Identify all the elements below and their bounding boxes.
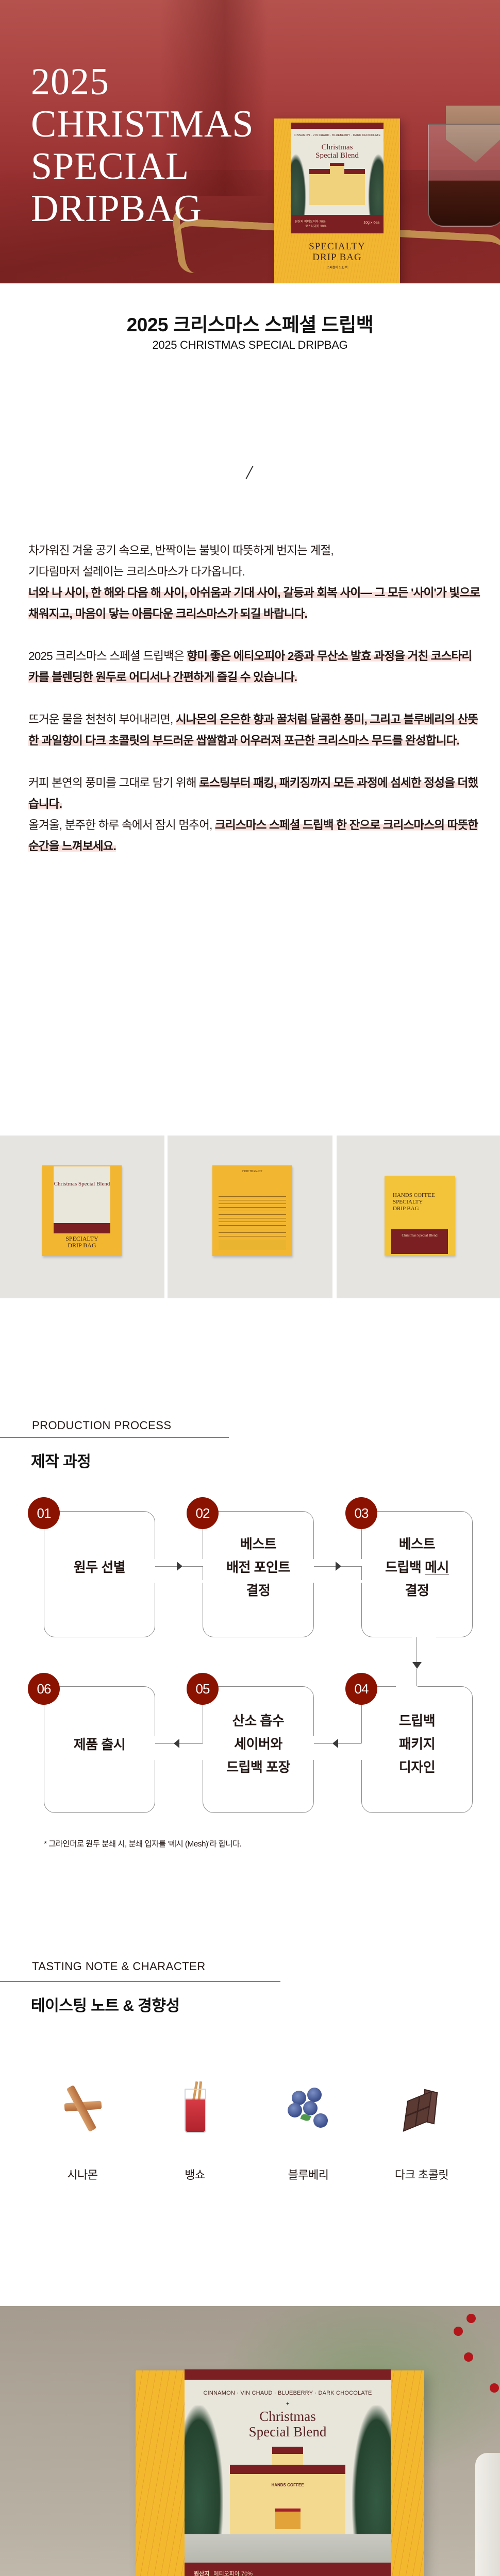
arrow-left-icon (332, 1739, 338, 1748)
page-subtitle: 2025 CHRISTMAS SPECIAL DRIPBAG (152, 338, 348, 351)
arrow-right-icon (177, 1562, 182, 1571)
dark-chocolate-icon (396, 2081, 447, 2133)
step-label: 제품 출시 (73, 1737, 126, 1752)
step-label: 베스트 배전 포인트 결정 (226, 1536, 290, 1598)
quantity: 10g x 6ea (363, 221, 379, 225)
step-number-badge: 04 (345, 1673, 377, 1705)
process-step-box (361, 1686, 473, 1813)
step-label: 산소 흡수 세이버와 드립백 포장 (226, 1713, 290, 1775)
highlighted-text: 너와 나 사이, 한 해와 다음 해 사이, 아쉬움과 기대 사이, 갈등과 회… (28, 586, 480, 620)
specialty-ko: 스페셜티 드립백 (326, 266, 348, 269)
paragraph: 커피 본연의 풍미를 그대로 담기 위해 로스팅부터 패킹, 패키징까지 모든 … (28, 776, 478, 810)
flavor-list: CINNAMON · VIN CHAUD · BLUEBERRY · DARK … (203, 2390, 372, 2396)
tasting-note-label: 뱅쇼 (185, 2168, 205, 2181)
step-number-badge: 01 (28, 1497, 60, 1529)
heading-rule (0, 1437, 229, 1438)
blend-name: Christmas Special Blend (248, 2409, 327, 2439)
product-box-image: CINNAMON · VIN CHAUD · BLUEBERRY · DARK … (136, 2369, 424, 2576)
wall-shadow (160, 0, 268, 196)
process-step-box (44, 1511, 155, 1637)
white-vase (475, 2453, 500, 2576)
underlined-term: 메시 (425, 1560, 449, 1575)
paragraph: 올겨울, 분주한 하루 속에서 잠시 멈추어, 크리스마스 스페셜 드립백 한 … (28, 819, 478, 853)
section-heading: 제작 과정 (31, 1453, 91, 1470)
step-label: 원두 선별 (73, 1560, 126, 1575)
tasting-note-label: 블루베리 (288, 2168, 329, 2181)
step-label: 드립백 패키지 디자인 (398, 1713, 436, 1775)
step-number-badge: 05 (187, 1673, 219, 1705)
hero-title-line: SPECIAL (31, 145, 190, 188)
process-step-box (361, 1511, 473, 1637)
gallery-image-box-front[interactable]: Christmas Special Blend SPECIALTY DRIP B… (0, 1136, 164, 1298)
tasting-note: 뱅쇼 (154, 2081, 236, 2182)
flavor-list: CINNAMON · VIN CHAUD · BLUEBERRY · DARK … (293, 134, 381, 137)
section-eng-heading: TASTING NOTE & CHARACTER (32, 1960, 206, 1973)
hero-banner: 2025 CHRISTMAS SPECIAL DRIPBAG CINNAMON … (0, 0, 500, 283)
hero-title: 2025 CHRISTMAS SPECIAL DRIPBAG (31, 61, 254, 230)
tasting-note: 다크 초콜릿 (380, 2081, 463, 2182)
building-sign: HANDS COFFEE (271, 2483, 304, 2487)
tasting-note-label: 다크 초콜릿 (394, 2168, 449, 2181)
tasting-note-label: 시나몬 (67, 2168, 98, 2181)
gallery-image-drip-pouch[interactable]: HANDS COFFEE SPECIALTY DRIP BAG Christma… (337, 1136, 500, 1298)
step-number-badge: 06 (28, 1673, 60, 1705)
tree-illustration (291, 154, 306, 215)
arrow-down-icon (412, 1662, 422, 1669)
process-step-box (203, 1686, 314, 1813)
section-eng-heading: PRODUCTION PROCESS (32, 1419, 172, 1432)
footnote: * 그라인더로 원두 분쇄 시, 분쇄 입자를 ‘메시 (Mesh)’라 합니다… (44, 1840, 242, 1849)
glass-cup-illustration (428, 124, 500, 227)
paragraph: 뜨거운 물을 천천히 부어내리면, 시나몬의 은은한 향과 꿀처럼 달콤한 풍미… (28, 713, 478, 747)
tasting-note: 블루베리 (267, 2081, 349, 2182)
heading-rule (0, 1981, 280, 1982)
product-box-image: CINNAMON · VIN CHAUD · BLUEBERRY · DARK … (274, 118, 400, 283)
step-number-badge: 02 (187, 1497, 219, 1529)
process-step-box (44, 1686, 155, 1813)
divider-slash (245, 466, 254, 479)
paragraph: 너와 나 사이, 한 해와 다음 해 사이, 아쉬움과 기대 사이, 갈등과 회… (28, 582, 482, 624)
page-title: 2025 크리스마스 스페셜 드립백 (126, 314, 374, 335)
arrow-left-icon (174, 1739, 179, 1748)
tree-illustration (368, 154, 384, 215)
description: 차가워진 겨울 공기 속으로, 반짝이는 불빛이 따뜻하게 번지는 계절, 기다… (28, 540, 482, 878)
specialty-text: SPECIALTY DRIP BAG (309, 241, 365, 263)
lifestyle-photo-box: CINNAMON · VIN CHAUD · BLUEBERRY · DARK … (0, 2306, 500, 2576)
box-label: CINNAMON · VIN CHAUD · BLUEBERRY · DARK … (291, 123, 384, 233)
hero-title-line: CHRISTMAS (31, 103, 254, 145)
tasting-note: 시나몬 (41, 2081, 124, 2182)
star-icon: ✦ (285, 2401, 290, 2407)
box-label: CINNAMON · VIN CHAUD · BLUEBERRY · DARK … (185, 2369, 391, 2576)
step-number-badge: 03 (345, 1497, 377, 1529)
hero-title-line: 2025 (31, 61, 109, 103)
gallery-image-box-back[interactable]: HOW TO ENJOY (168, 1136, 332, 1298)
cinnamon-icon (57, 2081, 108, 2133)
paragraph: 차가워진 겨울 공기 속으로, 반짝이는 불빛이 따뜻하게 번지는 계절, 기다… (28, 544, 334, 578)
building-illustration (309, 163, 365, 205)
process-step-box (203, 1511, 314, 1637)
floor-shade (0, 170, 500, 283)
origin-band: 원산지 에티오피아 70% 코스타리카 30% 10g x 6ea (291, 215, 384, 233)
section-heading: 테이스팅 노트 & 경향성 (31, 1997, 180, 2014)
paragraph: 2025 크리스마스 스페셜 드립백은 향미 좋은 에티오피아 2종과 무산소 … (28, 650, 472, 684)
arrow-right-icon (336, 1562, 341, 1571)
blueberry-icon (282, 2081, 334, 2133)
hero-title-line: DRIPBAG (31, 188, 202, 230)
blend-name: Christmas Special Blend (315, 143, 359, 160)
vin-chaud-icon (169, 2081, 221, 2133)
step-label: 베스트 드립백 메시 결정 (385, 1536, 449, 1598)
